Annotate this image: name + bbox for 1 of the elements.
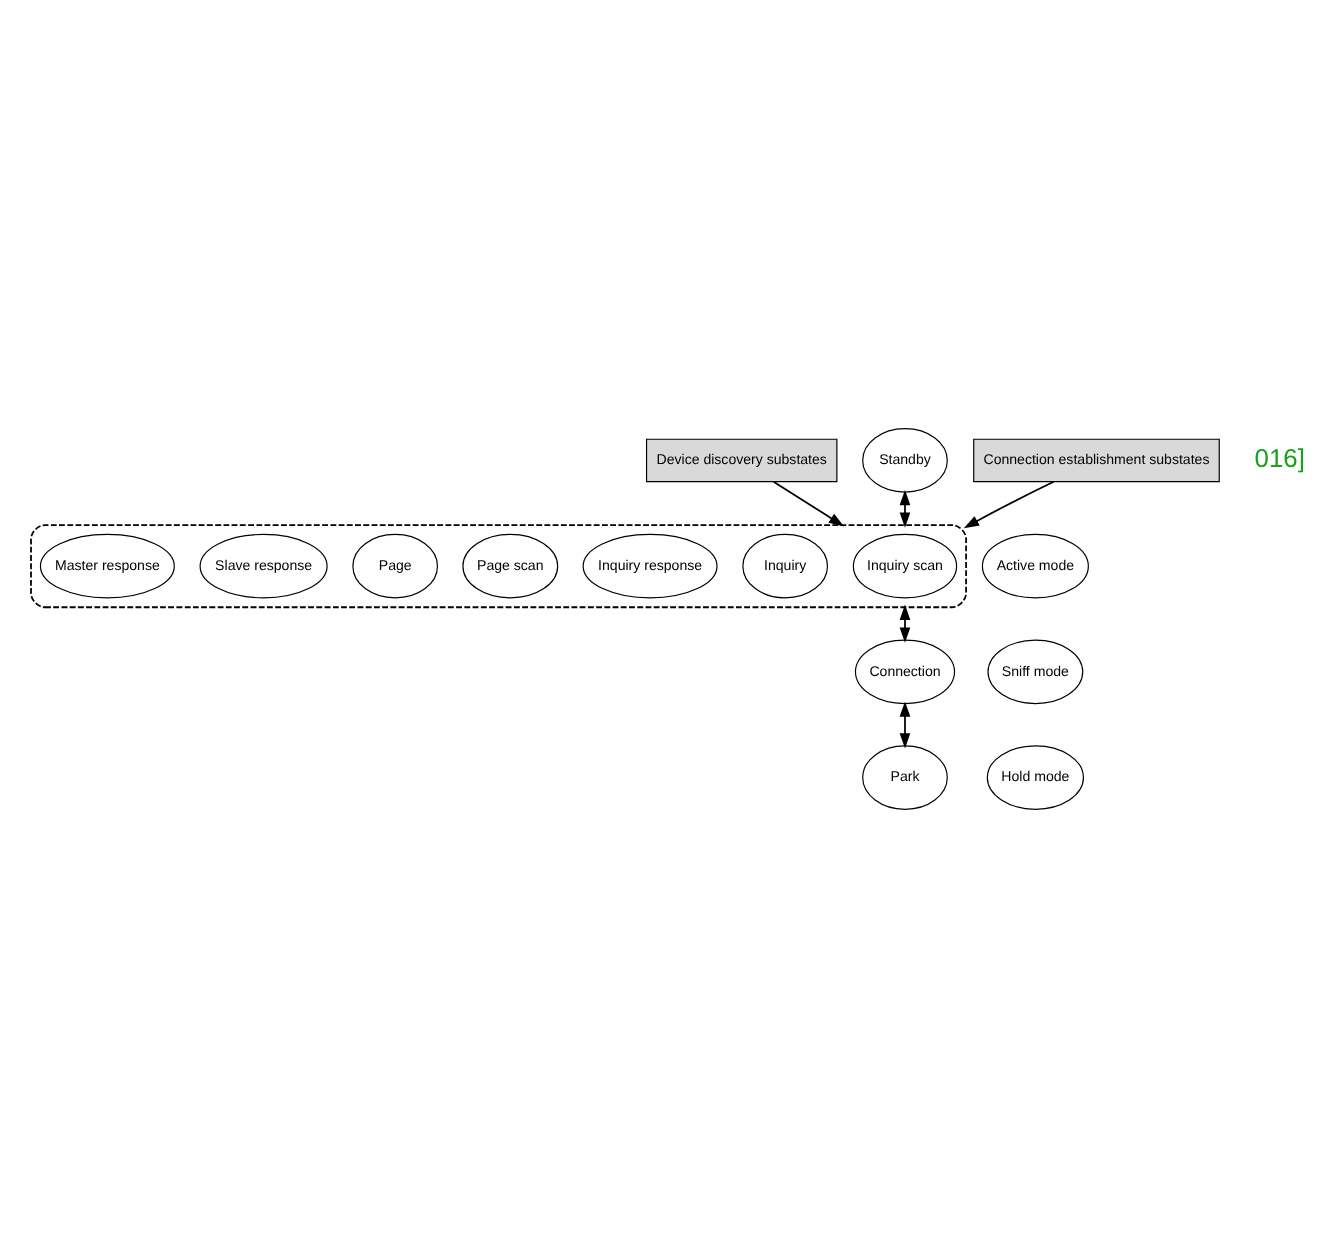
label: 016] (1254, 442, 1305, 473)
